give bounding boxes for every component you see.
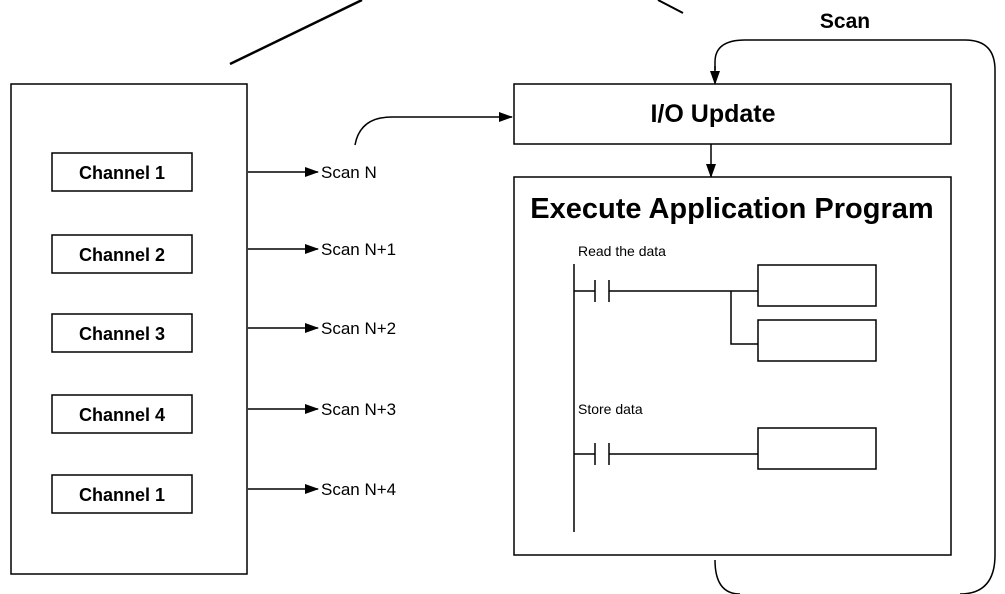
scan-label: Scan N+2 xyxy=(321,319,396,338)
rung-1-output-box-1 xyxy=(757,264,877,307)
channel-label: Channel 3 xyxy=(79,324,165,344)
scan-label: Scan N+1 xyxy=(321,240,396,259)
channel-row: Channel 4 Scan N+3 xyxy=(51,394,396,434)
io-update-box xyxy=(513,83,952,145)
channel-label: Channel 1 xyxy=(79,163,165,183)
callout-line-right xyxy=(657,0,684,14)
io-update-label: I/O Update xyxy=(650,100,775,128)
channel-box xyxy=(51,474,193,514)
channel-row: Channel 2 Scan N+1 xyxy=(51,234,396,274)
scan-n-feed-curve xyxy=(354,112,513,146)
channel-label: Channel 1 xyxy=(79,485,165,505)
scan-label: Scan N+4 xyxy=(321,480,396,499)
channel-row: Channel 3 Scan N+2 xyxy=(51,313,396,353)
rung-1-output-box-2 xyxy=(757,319,877,362)
scan-loop-path-bottom xyxy=(714,559,741,594)
channel-label: Channel 2 xyxy=(79,245,165,265)
rung-1-branch-wire xyxy=(730,291,758,345)
rung-2-output-box xyxy=(757,427,877,470)
scan-label: Scan N+3 xyxy=(321,400,396,419)
rung-1-label: Read the data xyxy=(578,243,666,259)
channel-row: Channel 1 Scan N+4 xyxy=(51,474,396,514)
rung-2-label: Store data xyxy=(578,401,643,417)
channel-label: Channel 4 xyxy=(79,405,165,425)
channel-box xyxy=(51,152,193,192)
scan-loop-label: Scan xyxy=(820,10,870,33)
scan-loop-path-top xyxy=(714,39,996,594)
channel-row: Channel 1 Scan N xyxy=(51,152,377,192)
scan-label: Scan N xyxy=(321,163,377,182)
callout-line-left xyxy=(229,0,363,66)
program-box xyxy=(513,176,952,556)
channel-box xyxy=(51,313,193,353)
program-title: Execute Application Program xyxy=(530,193,933,225)
channel-box xyxy=(51,234,193,274)
channel-box xyxy=(51,394,193,434)
